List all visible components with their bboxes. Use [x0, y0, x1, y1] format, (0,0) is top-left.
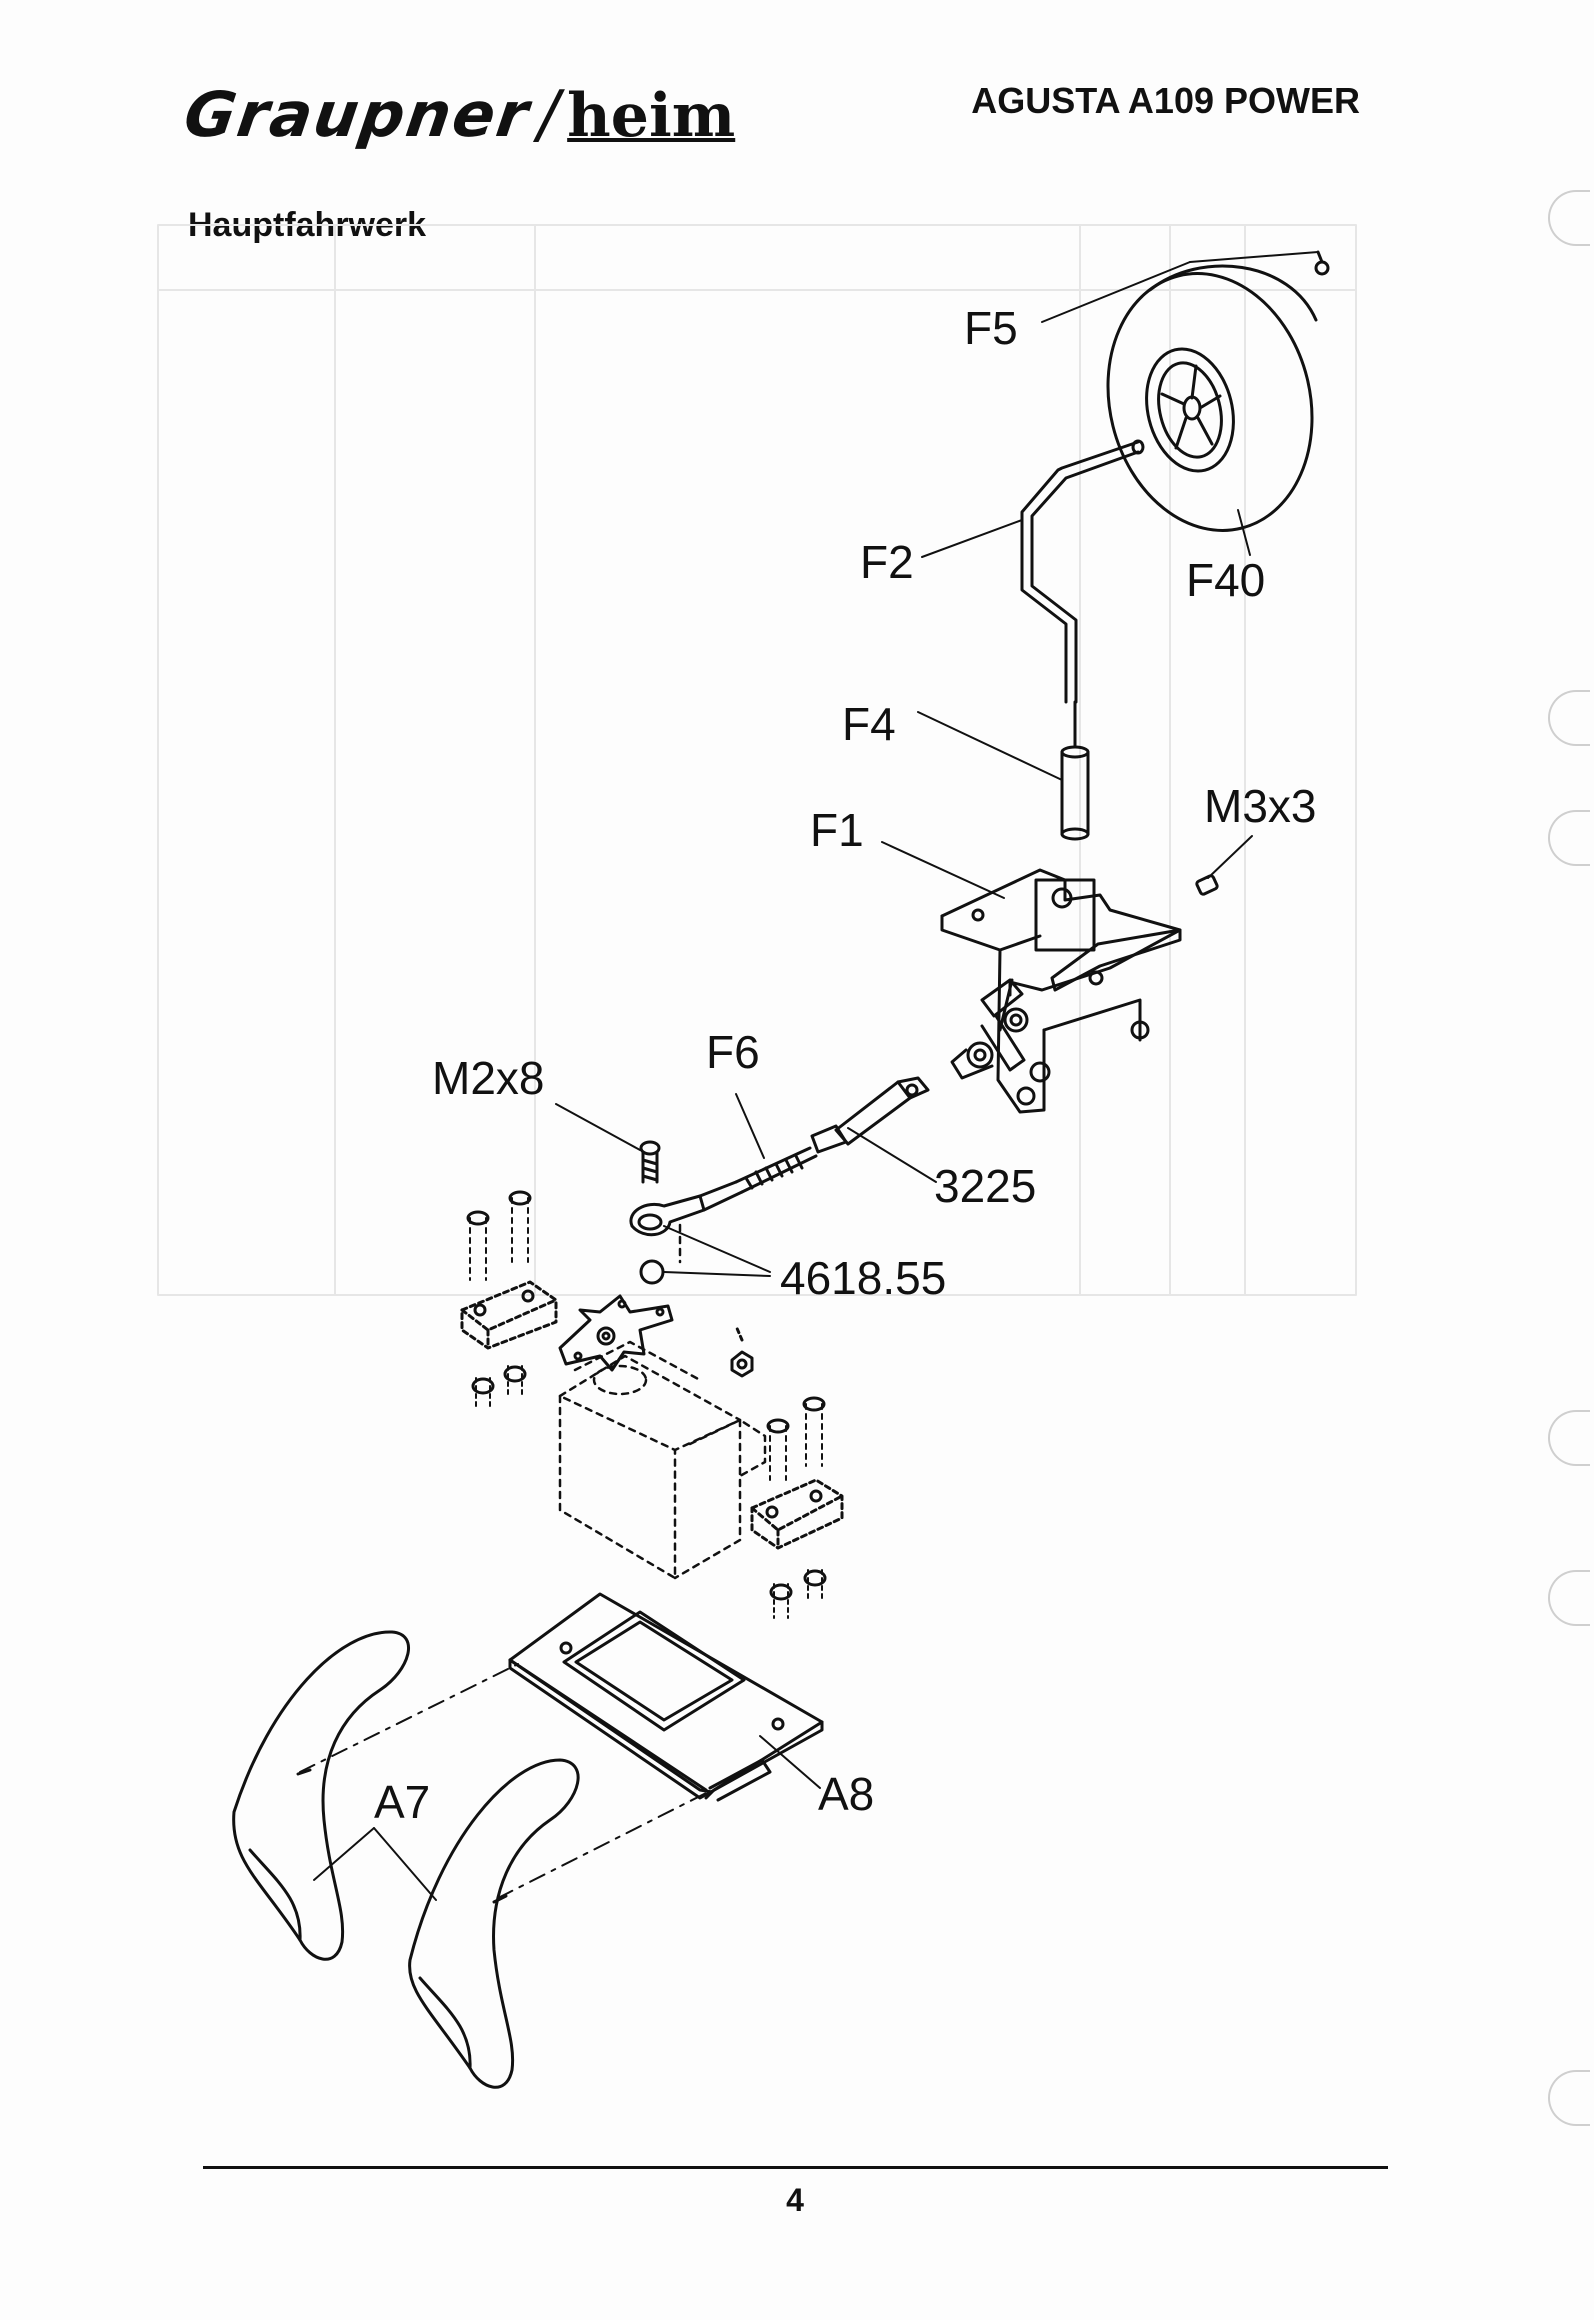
servo-assembly [460, 1190, 844, 1619]
threaded-rod-f6 [734, 1146, 818, 1194]
label-4618: 4618.55 [780, 1252, 946, 1304]
label-f2: F2 [860, 536, 914, 588]
label-3225: 3225 [934, 1160, 1036, 1212]
label-a8: A8 [818, 1768, 874, 1820]
show-through-table [157, 224, 1357, 1296]
label-f4: F4 [842, 698, 896, 750]
binder-hole-2 [1548, 690, 1590, 746]
label-f1: F1 [810, 804, 864, 856]
callout-labels: F5 F40 F2 F4 F1 M3x3 F6 M2x8 3225 4618.5… [374, 302, 1316, 1828]
wheel-f40 [1106, 264, 1318, 532]
tube-f4 [1060, 700, 1090, 841]
screw-m2x8 [639, 1140, 661, 1184]
label-m2x8: M2x8 [432, 1052, 544, 1104]
callout-leader-lines [313, 251, 1319, 1901]
servo-plate-a8 [508, 1592, 824, 1802]
strut-wire-f2 [1020, 439, 1145, 704]
document-title: AGUSTA A109 POWER [971, 80, 1360, 121]
brand-heim: heim [567, 81, 736, 151]
binder-hole-5 [1548, 1570, 1590, 1626]
binder-hole-6 [1548, 2070, 1590, 2126]
binder-hole-3 [1548, 810, 1590, 866]
skid-brackets-a7 [232, 1630, 713, 2089]
binder-hole-1 [1548, 190, 1590, 246]
label-a7: A7 [374, 1776, 430, 1828]
axle-pin-f5 [1314, 250, 1330, 276]
binder-hole-4 [1548, 1410, 1590, 1466]
clevis-3225 [810, 1076, 930, 1154]
set-screw-m3x3 [1195, 874, 1219, 896]
brand-slash: / [537, 78, 560, 152]
label-f5: F5 [964, 302, 1018, 354]
label-f40: F40 [1186, 554, 1265, 606]
bracket-f1 [940, 868, 1182, 1114]
footer-rule [203, 2166, 1388, 2169]
brand-logo: Graupner / heim [180, 78, 736, 152]
label-f6: F6 [706, 1026, 760, 1078]
label-m3x3: M3x3 [1204, 780, 1316, 832]
page-number: 4 [786, 2182, 804, 2218]
ball-link-4618 [629, 1180, 744, 1285]
